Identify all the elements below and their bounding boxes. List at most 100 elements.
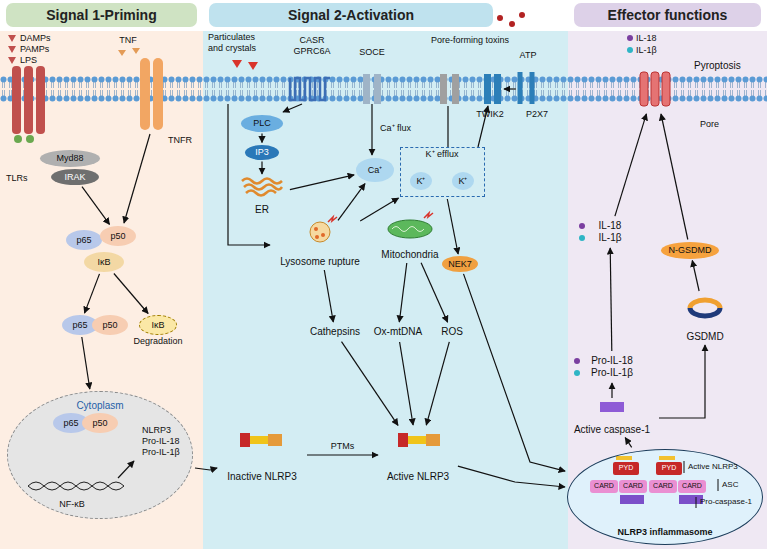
heading: Pyroptosis [694, 60, 741, 72]
heading: NLRP3 inflammasome [568, 527, 762, 538]
node-text: IκB [97, 257, 110, 268]
text-node: ROS [437, 324, 467, 340]
label: DAMPs [20, 33, 51, 44]
icon-node: GSDMD [680, 293, 730, 343]
arrow-connector [261, 134, 262, 143]
node-text: Active NLRP3 [387, 471, 449, 483]
label: LPS [20, 55, 37, 66]
label: PAMPs [20, 44, 49, 55]
node-text: p65 [63, 418, 78, 429]
node-text: CARD [623, 482, 643, 490]
node-text: GSDMD [686, 331, 723, 343]
oval-node: p50 [82, 413, 118, 433]
arrow-connector [426, 342, 449, 425]
priming-figures [7, 35, 193, 519]
oval-node: NEK7 [442, 256, 478, 272]
node-text: IL-18 [599, 220, 622, 232]
oval-node: Ca⁺ [356, 158, 394, 182]
pore-node: Pyroptosis [620, 60, 690, 112]
node-text: ER [255, 204, 269, 216]
node-text: N-GSDMD [669, 245, 712, 256]
label: Ca⁺ flux [380, 123, 411, 134]
node-text: CARD [594, 482, 614, 490]
heading: Effector functions [574, 3, 761, 27]
oval-node: p50 [92, 315, 128, 335]
arrow-connector [195, 468, 217, 470]
label: Particulates and crystals [208, 32, 270, 54]
text-node: Cathepsins [308, 324, 363, 340]
pyd-domain: PYD [656, 462, 682, 475]
label: TNFR [168, 135, 192, 146]
label: Active NLRP3 [688, 462, 738, 472]
arrow-connector [360, 198, 398, 221]
node-text: IκB [151, 320, 164, 331]
card-domain: CARD [590, 480, 618, 493]
oval-node: p65 [66, 230, 102, 250]
label: TNF [119, 35, 137, 46]
label: Pro-IL-1β [142, 447, 180, 458]
node-text: CARD [682, 482, 702, 490]
node-text: ROS [441, 326, 463, 338]
arrow-connector [399, 263, 407, 322]
node-text: Pro-IL-1β [591, 367, 633, 379]
node-text: PLC [253, 118, 271, 129]
node-text: p50 [92, 418, 107, 429]
node-text: PYD [619, 464, 633, 472]
node-text: Degradation [133, 336, 182, 347]
node-text: K⁺ [416, 176, 425, 187]
node-text: Ca⁺ [368, 165, 383, 176]
heading: Signal 2-Activation [209, 3, 493, 27]
card-domain: CARD [678, 480, 706, 493]
text-node: IL-18IL-1β [590, 218, 630, 246]
label: ATP [520, 50, 537, 61]
node-text: IRAK [64, 172, 85, 183]
node-text: PYD [662, 464, 676, 472]
oval-node: p50 [100, 226, 136, 246]
node-text: p50 [102, 320, 117, 331]
arrow-connector [307, 454, 378, 455]
label: TWIK2 [476, 109, 504, 120]
arrow-connector [611, 383, 612, 398]
label: NLRP3 [142, 425, 171, 436]
arrow-connector [458, 466, 565, 487]
node-text: p65 [76, 235, 91, 246]
arrow-connector [625, 438, 632, 448]
heading: K⁺ efflux [401, 149, 484, 160]
arrow-connector [661, 114, 688, 240]
node-text: Ox-mtDNA [374, 326, 422, 338]
heading: Signal 1-Priming [6, 3, 197, 27]
label: P2X7 [526, 109, 548, 120]
label: CASR [299, 35, 324, 46]
arrow-connector [114, 274, 148, 314]
label: Pro-IL-18 [142, 436, 180, 447]
arrow-connector [290, 175, 354, 190]
arrow-connector [447, 199, 458, 254]
oval-node: IRAK [51, 169, 99, 185]
node-text: CARD [653, 482, 673, 490]
panel-grounds [0, 31, 767, 549]
arrow-connector [610, 248, 612, 351]
oval-node: Myd88 [40, 150, 100, 167]
arrow-connector [85, 274, 100, 313]
oval-node: N-GSDMD [661, 242, 719, 259]
oval-node: K⁺ [452, 172, 474, 190]
oval-node: IP3 [245, 145, 279, 160]
arrow-connector [261, 162, 262, 175]
icon-node: Lysosome rupture [275, 222, 365, 268]
arrow-connector [342, 342, 399, 426]
oval-node: K⁺ [410, 172, 432, 190]
node-text: Mitochondria [381, 249, 438, 261]
label: GPRC6A [293, 46, 330, 57]
edge-label: PTMs [329, 441, 357, 452]
arrow-connector [692, 261, 699, 292]
node-text: Cathepsins [310, 326, 360, 338]
node-text: IP3 [255, 147, 269, 158]
label: TLRs [6, 173, 28, 184]
label: Pro-caspase-1 [700, 497, 752, 507]
heading: Cytoplasm [8, 400, 192, 412]
label: SOCE [359, 47, 385, 58]
panel: Signal 1-PrimingMyd88IRAKp65p50IκBp65p50… [0, 0, 203, 549]
arrow-connector [659, 345, 705, 418]
node-text: K⁺ [458, 176, 467, 187]
